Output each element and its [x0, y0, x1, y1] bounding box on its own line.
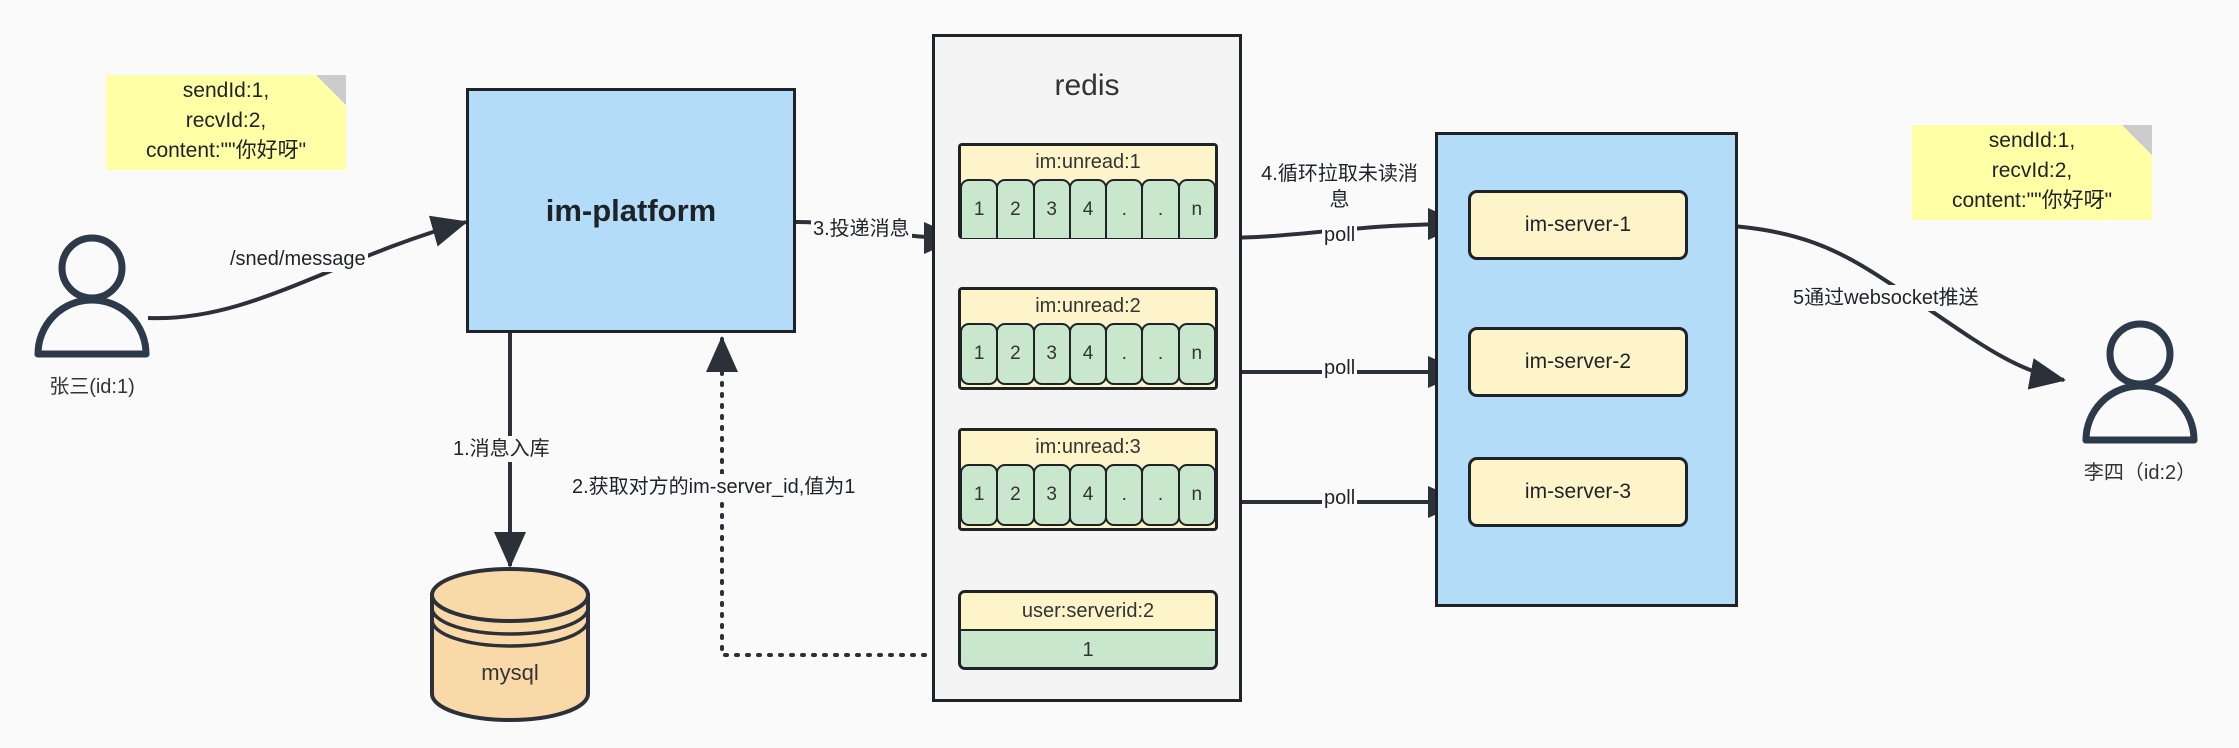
redis-cell: . [1105, 464, 1144, 526]
redis-key-group-0: im:unread:1 1 2 3 4 . . n [958, 143, 1218, 239]
redis-cells-0: 1 2 3 4 . . n [960, 179, 1216, 238]
redis-cell: 4 [1068, 323, 1108, 385]
redis-cell: 3 [1032, 323, 1071, 385]
im-server-3-box[interactable]: im-server-3 [1468, 457, 1688, 527]
note-left: sendId:1, recvId:2, content:""你好呀" [106, 75, 346, 170]
redis-key-title-0: im:unread:1 [961, 146, 1215, 179]
edge-sender-to-platform [147, 215, 468, 321]
edge-label-poll-1: poll [1322, 222, 1358, 248]
redis-cell: 2 [996, 323, 1035, 385]
redis-cell: . [1141, 179, 1180, 238]
im-server-1-box[interactable]: im-server-1 [1468, 190, 1688, 260]
redis-kv-key: user:serverid:2 [961, 593, 1215, 631]
redis-cell: 2 [996, 179, 1035, 238]
edge-label-poll-3: poll [1322, 485, 1358, 511]
redis-kv-user-serverid: user:serverid:2 1 [958, 590, 1218, 670]
redis-key-group-2: im:unread:3 1 2 3 4 . . n [958, 428, 1218, 531]
edge-label-step1: 1.消息入库 [451, 436, 552, 462]
redis-cell: 4 [1068, 179, 1108, 238]
redis-cell: n [1177, 464, 1216, 526]
redis-kv-value: 1 [961, 631, 1215, 667]
redis-cell: . [1141, 323, 1180, 385]
mysql-cylinder-icon [430, 567, 590, 722]
redis-cell: 3 [1032, 179, 1071, 238]
edge-label-step3: 3.投递消息 [811, 216, 912, 242]
note-fold-icon-right [2122, 125, 2152, 155]
receiver-actor-icon [2082, 320, 2198, 444]
redis-cell: . [1141, 464, 1180, 526]
redis-title: redis [1054, 69, 1120, 102]
im-server-3-label: im-server-3 [1524, 480, 1632, 503]
edge-redis-to-platform-dotted [706, 336, 960, 657]
edge-label-step5: 5通过websocket推送 [1791, 285, 1981, 311]
im-server-1-label: im-server-1 [1524, 213, 1632, 236]
edge-label-poll-2: poll [1322, 355, 1358, 381]
redis-cell: 1 [960, 179, 999, 238]
redis-key-title-2: im:unread:3 [961, 431, 1215, 464]
im-server-2-label: im-server-2 [1524, 350, 1632, 373]
edge-label-step2: 2.获取对方的im-server_id,值为1 [570, 474, 858, 500]
edge-label-step4: 4.循环拉取未读消 息 [1255, 161, 1424, 213]
redis-cell: 1 [960, 464, 999, 526]
mysql-label: mysql [481, 660, 539, 685]
redis-cells-1: 1 2 3 4 . . n [960, 323, 1216, 385]
im-platform-box[interactable]: im-platform [466, 88, 796, 333]
redis-cell: 4 [1068, 464, 1108, 526]
redis-cells-2: 1 2 3 4 . . n [960, 464, 1216, 526]
im-platform-label: im-platform [545, 192, 717, 228]
receiver-actor-label: 李四（id:2） [2083, 462, 2197, 484]
redis-key-title-1: im:unread:2 [961, 290, 1215, 323]
edge-label-send-message: /sned/message [228, 246, 368, 272]
sender-actor-label: 张三(id:1) [49, 376, 135, 398]
sender-actor-icon [34, 234, 150, 358]
note-right-text: sendId:1, recvId:2, content:""你好呀" [1951, 128, 2113, 212]
redis-cell: 1 [960, 323, 999, 385]
note-right: sendId:1, recvId:2, content:""你好呀" [1912, 125, 2152, 220]
redis-cell: 3 [1032, 464, 1071, 526]
note-fold-icon [316, 75, 346, 105]
redis-cell: n [1177, 323, 1216, 385]
redis-cell: . [1105, 179, 1144, 238]
note-left-text: sendId:1, recvId:2, content:""你好呀" [145, 78, 307, 162]
redis-cell: . [1105, 323, 1144, 385]
redis-cell: 2 [996, 464, 1035, 526]
redis-cell: n [1177, 179, 1216, 238]
im-server-2-box[interactable]: im-server-2 [1468, 327, 1688, 397]
redis-key-group-1: im:unread:2 1 2 3 4 . . n [958, 287, 1218, 390]
